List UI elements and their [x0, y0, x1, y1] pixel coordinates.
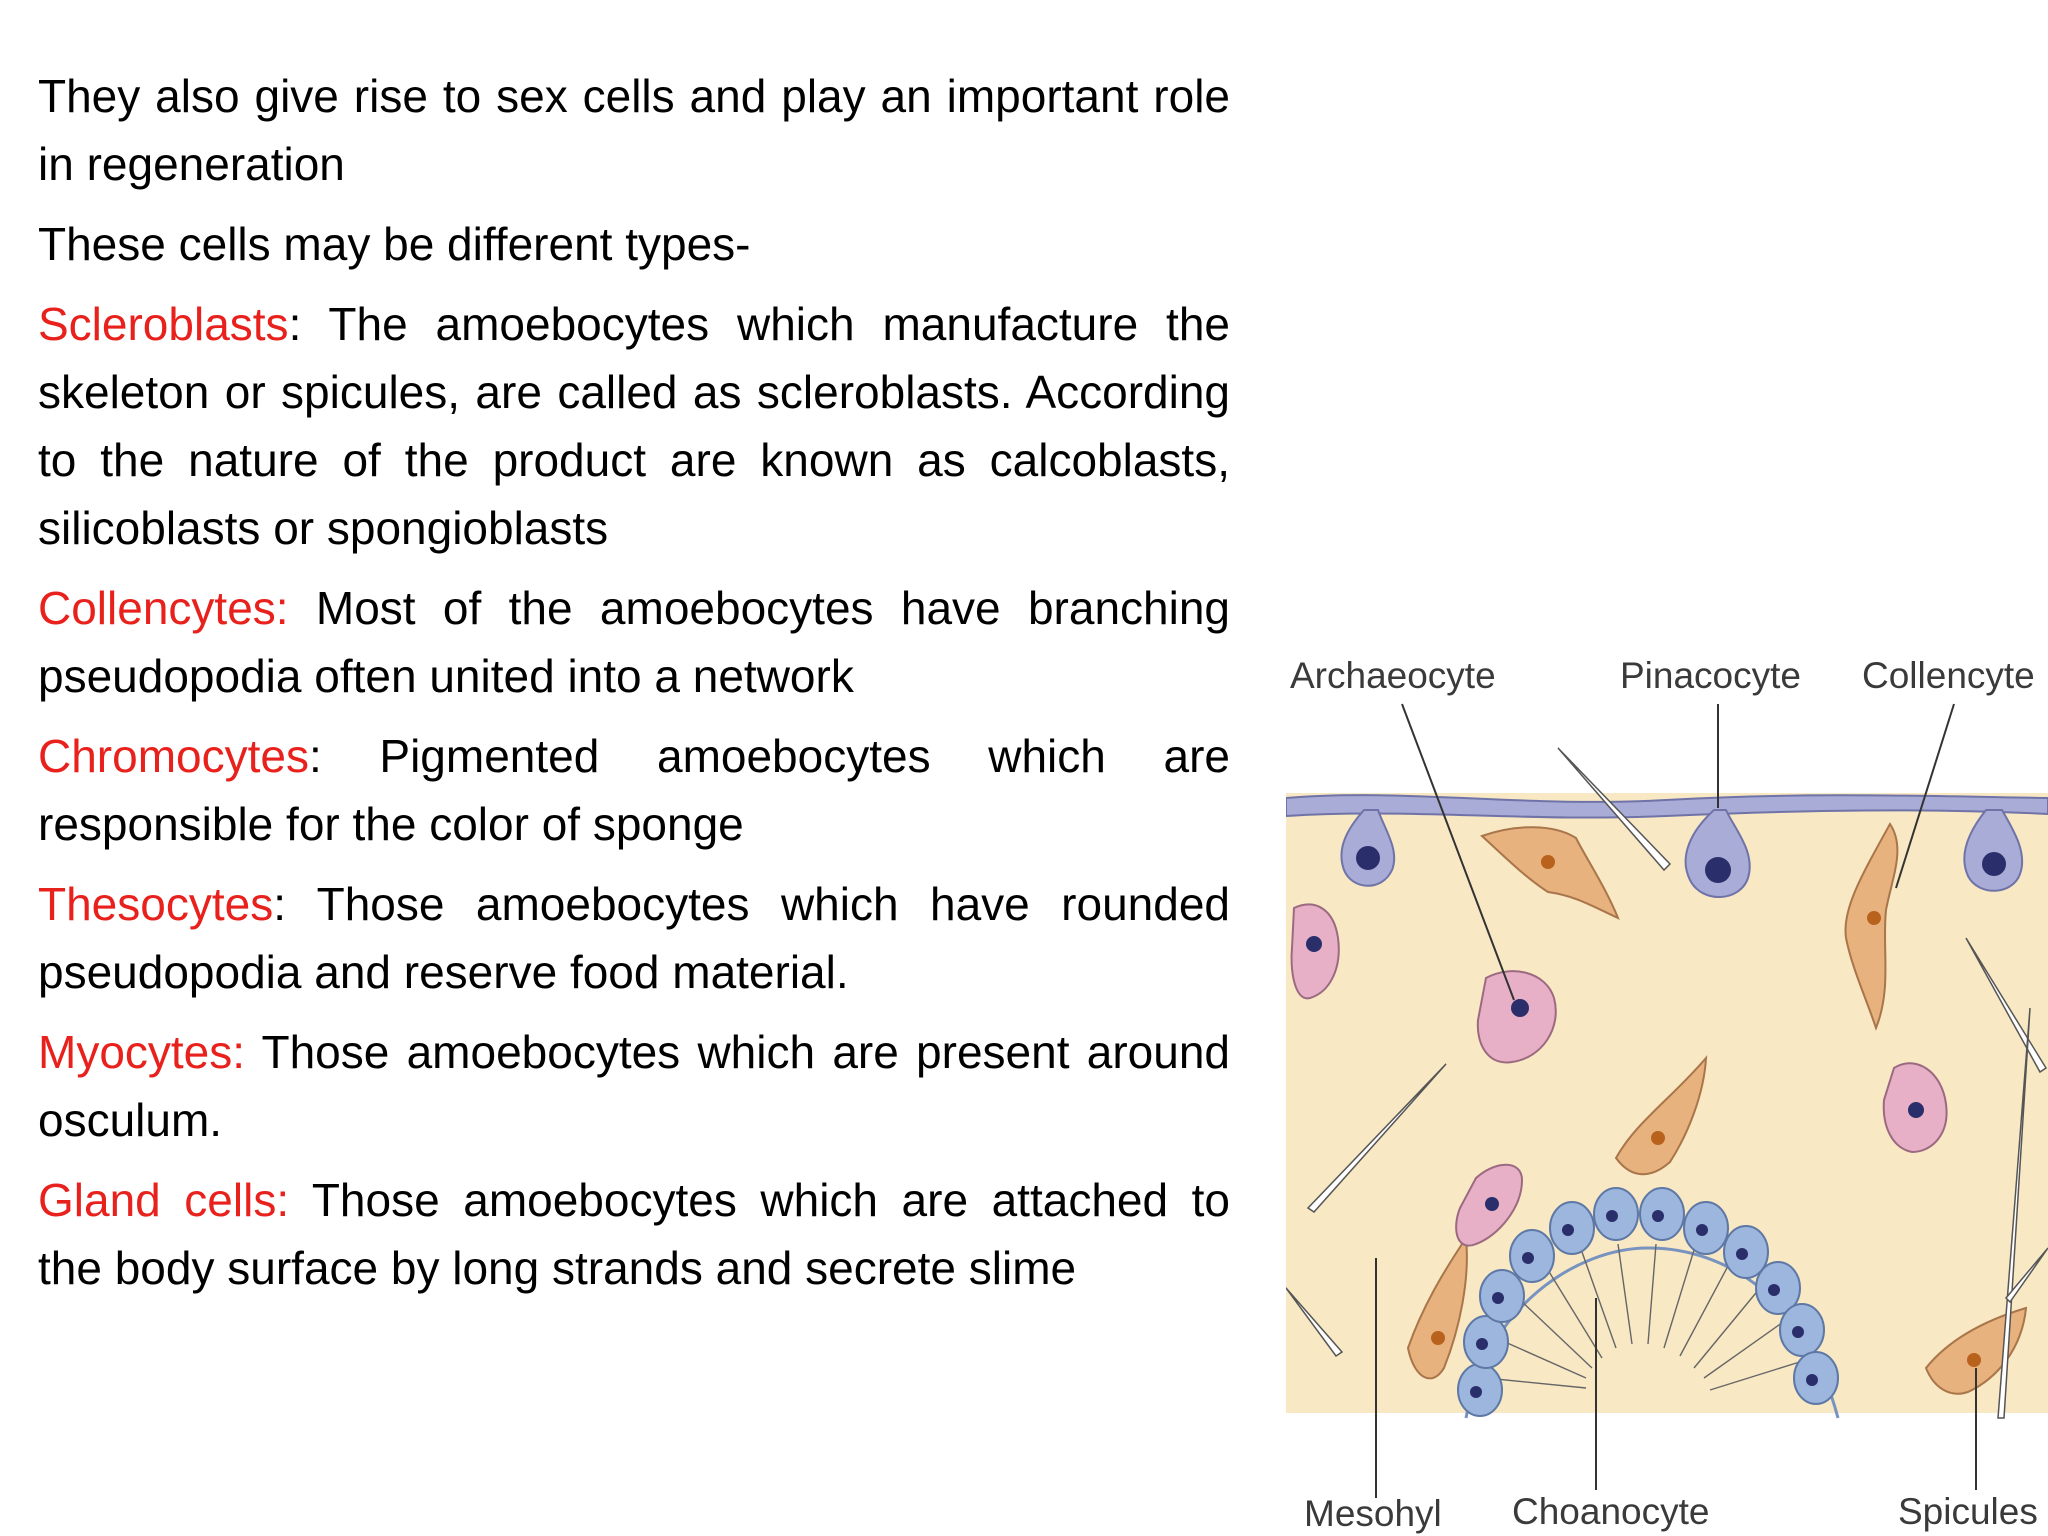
- paragraph-text: Those amoebocytes which are present arou…: [38, 1026, 1230, 1146]
- collencyte-cell: [1614, 1055, 1708, 1176]
- paragraph: They also give rise to sex cells and pla…: [38, 62, 1230, 198]
- term-collencytes: Collencytes:: [38, 582, 289, 634]
- paragraph-text: Those amoebocytes which are attached to …: [38, 1174, 1230, 1294]
- label-archaeocyte: Archaeocyte: [1290, 655, 1496, 696]
- paragraph-text: They also give rise to sex cells and pla…: [38, 70, 1230, 190]
- paragraph-scleroblasts: Scleroblasts: The amoebocytes which manu…: [38, 290, 1230, 562]
- term-scleroblasts: Scleroblasts: [38, 298, 289, 350]
- term-myocytes: Myocytes:: [38, 1026, 246, 1078]
- term-gland-cells: Gland cells:: [38, 1174, 290, 1226]
- paragraph-chromocytes: Chromocytes: Pigmented amoebocytes which…: [38, 722, 1230, 858]
- label-spicules: Spicules: [1898, 1491, 2038, 1532]
- pinacocyte-cell: [1340, 809, 1396, 887]
- label-pinacocyte: Pinacocyte: [1620, 655, 1801, 696]
- paragraph-collencytes: Collencytes: Most of the amoebocytes hav…: [38, 574, 1230, 710]
- sponge-cell-diagram: Archaeocyte Pinacocyte Collencyte Mesohy…: [1286, 648, 2048, 1536]
- pinacocyte-cell: [1684, 809, 1751, 898]
- pinacocyte-layer: [1286, 794, 2048, 819]
- paragraph-thesocytes: Thesocytes: Those amoebocytes which have…: [38, 870, 1230, 1006]
- paragraph-gland-cells: Gland cells: Those amoebocytes which are…: [38, 1166, 1230, 1302]
- term-chromocytes: Chromocytes: [38, 730, 309, 782]
- paragraph-text: Most of the amoebocytes have branching p…: [38, 582, 1230, 702]
- label-mesohyl: Mesohyl: [1304, 1493, 1442, 1534]
- label-choanocyte: Choanocyte: [1512, 1491, 1709, 1532]
- paragraph-myocytes: Myocytes: Those amoebocytes which are pr…: [38, 1018, 1230, 1154]
- leader-lines: [1375, 703, 1977, 1498]
- sponge-diagram-svg: Archaeocyte Pinacocyte Collencyte Mesohy…: [1286, 655, 2048, 1534]
- collencyte-cell: [1480, 826, 1620, 920]
- paragraph-text: : Pigmented amoebocytes which are respon…: [38, 730, 1230, 850]
- collencyte-cell: [1406, 1235, 1468, 1380]
- text-column: They also give rise to sex cells and pla…: [38, 62, 1230, 1314]
- spicules: [1286, 747, 2048, 1419]
- paragraph: These cells may be different types-: [38, 210, 1230, 278]
- paragraph-text: : The amoebocytes which manufacture the …: [38, 298, 1230, 554]
- choanocyte-chamber: [1457, 1187, 1840, 1419]
- collencyte-cell: [1924, 1306, 2028, 1395]
- label-collencyte: Collencyte: [1862, 655, 2035, 696]
- term-thesocytes: Thesocytes: [38, 878, 274, 930]
- collencyte-cell: [1844, 822, 1899, 1031]
- archaeocyte-cell: [1476, 970, 1557, 1064]
- paragraph-text: : Those amoebocytes which have rounded p…: [38, 878, 1230, 998]
- pinacocyte-cell: [1963, 809, 2024, 892]
- paragraph-text: These cells may be different types-: [38, 218, 751, 270]
